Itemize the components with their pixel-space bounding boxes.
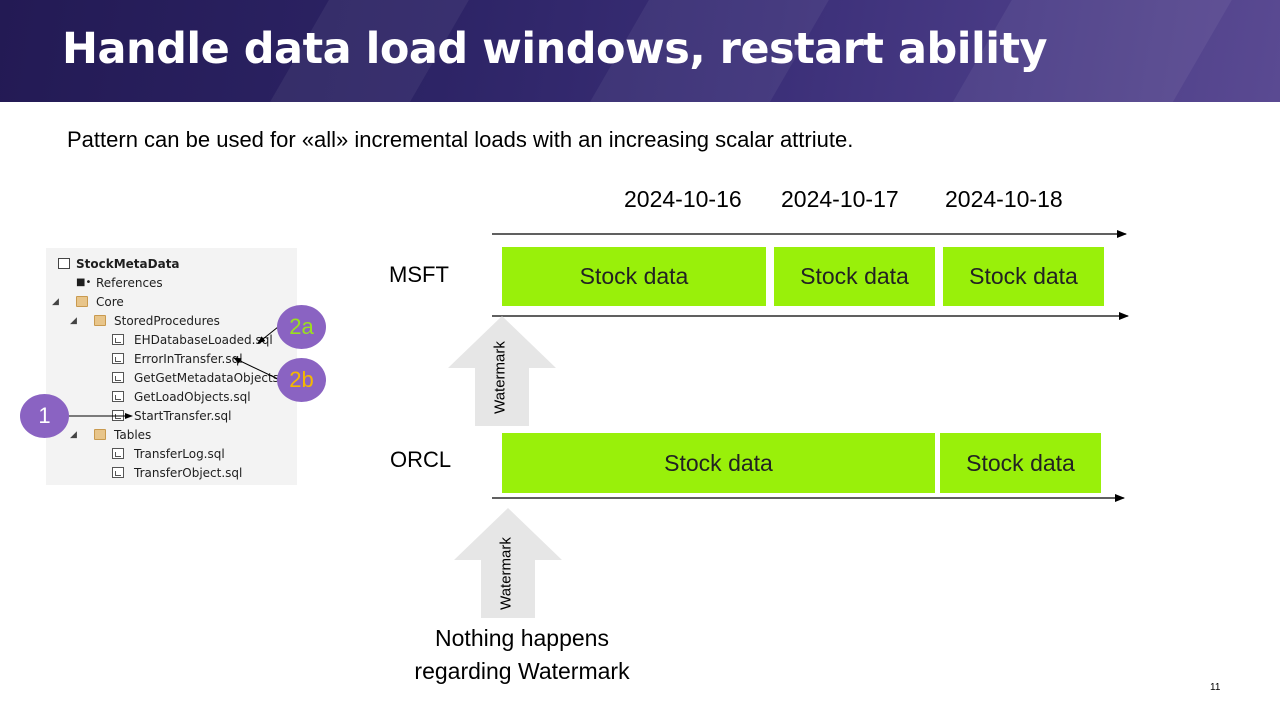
- note-line: Nothing happens: [435, 625, 609, 651]
- callout-label: 1: [38, 403, 51, 428]
- sql-file-icon: [112, 372, 124, 383]
- tree-item-label: StartTransfer.sql: [134, 409, 232, 423]
- tree-item-label: StoredProcedures: [114, 314, 220, 328]
- sql-file-icon: [112, 448, 124, 459]
- note-line: regarding Watermark: [414, 658, 630, 684]
- tree-item-label: TransferObject.sql: [134, 466, 243, 480]
- slide-subtitle: Pattern can be used for «all» incrementa…: [67, 127, 854, 152]
- stock-data-label: Stock data: [579, 263, 689, 289]
- date-label: 2024-10-17: [781, 186, 899, 212]
- callout-1: 1: [20, 394, 69, 438]
- tree-item-label: Core: [96, 295, 124, 309]
- watermark-arrow-msft: [448, 316, 556, 426]
- stock-data-block: Stock data: [502, 433, 935, 493]
- stock-data-label: Stock data: [664, 449, 773, 476]
- stock-data-block: Stock data: [943, 247, 1104, 306]
- expand-triangle-icon[interactable]: ◢: [52, 297, 59, 307]
- tree-item-label: StockMetaData: [76, 257, 180, 271]
- stock-data-block: Stock data: [774, 247, 935, 306]
- stock-data-label: Stock data: [969, 263, 1078, 289]
- stock-data-label: Stock data: [966, 449, 1075, 476]
- expand-triangle-icon[interactable]: ◢: [70, 316, 77, 326]
- expand-triangle-icon[interactable]: ◢: [70, 430, 77, 440]
- slide-title: Handle data load windows, restart abilit…: [62, 24, 1048, 74]
- callout-2a: 2a: [277, 305, 326, 349]
- watermark-label: Watermark: [491, 341, 509, 414]
- watermark-arrow-orcl: [454, 508, 562, 618]
- watermark-label: Watermark: [497, 537, 515, 610]
- tree-item-label: GetGetMetadataObjects.sql: [134, 371, 297, 385]
- callout-label: 2b: [289, 367, 314, 392]
- callout-2b-arrow: [233, 357, 279, 380]
- sql-file-icon: [112, 353, 124, 364]
- tree-item-label: EHDatabaseLoaded.sql: [134, 333, 273, 347]
- callout-label: 2a: [289, 314, 314, 339]
- tree-item-label: Tables: [114, 428, 152, 442]
- stock-data-label: Stock data: [800, 263, 909, 289]
- tree-item-label: TransferLog.sql: [134, 447, 225, 461]
- folder-icon: [76, 296, 88, 307]
- callout-2a-arrow: [257, 326, 279, 344]
- tree-item-label: References: [96, 276, 163, 290]
- date-label: 2024-10-18: [945, 186, 1063, 212]
- row-label-msft: MSFT: [389, 262, 449, 287]
- callout-2b: 2b: [277, 358, 326, 402]
- date-label: 2024-10-16: [624, 186, 742, 212]
- tree-item-label: GetLoadObjects.sql: [134, 390, 251, 404]
- tree-item-label: ErrorInTransfer.sql: [134, 352, 243, 366]
- stock-data-block: Stock data: [940, 433, 1101, 493]
- references-icon: ■•: [76, 277, 92, 288]
- sql-file-icon: [112, 391, 124, 402]
- page-number: 11: [1210, 682, 1221, 693]
- solution-explorer-tree: StockMetaData ■• References ◢ Core ◢ Sto…: [46, 248, 297, 485]
- folder-icon: [94, 429, 106, 440]
- sql-file-icon: [112, 467, 124, 478]
- folder-icon: [94, 315, 106, 326]
- title-banner: Handle data load windows, restart abilit…: [0, 0, 1280, 102]
- stock-data-block: Stock data: [502, 247, 766, 306]
- row-label-orcl: ORCL: [390, 447, 452, 472]
- sql-file-icon: [112, 334, 124, 345]
- watermark-note: Nothing happens regarding Watermark: [393, 622, 651, 688]
- project-icon: [58, 258, 70, 269]
